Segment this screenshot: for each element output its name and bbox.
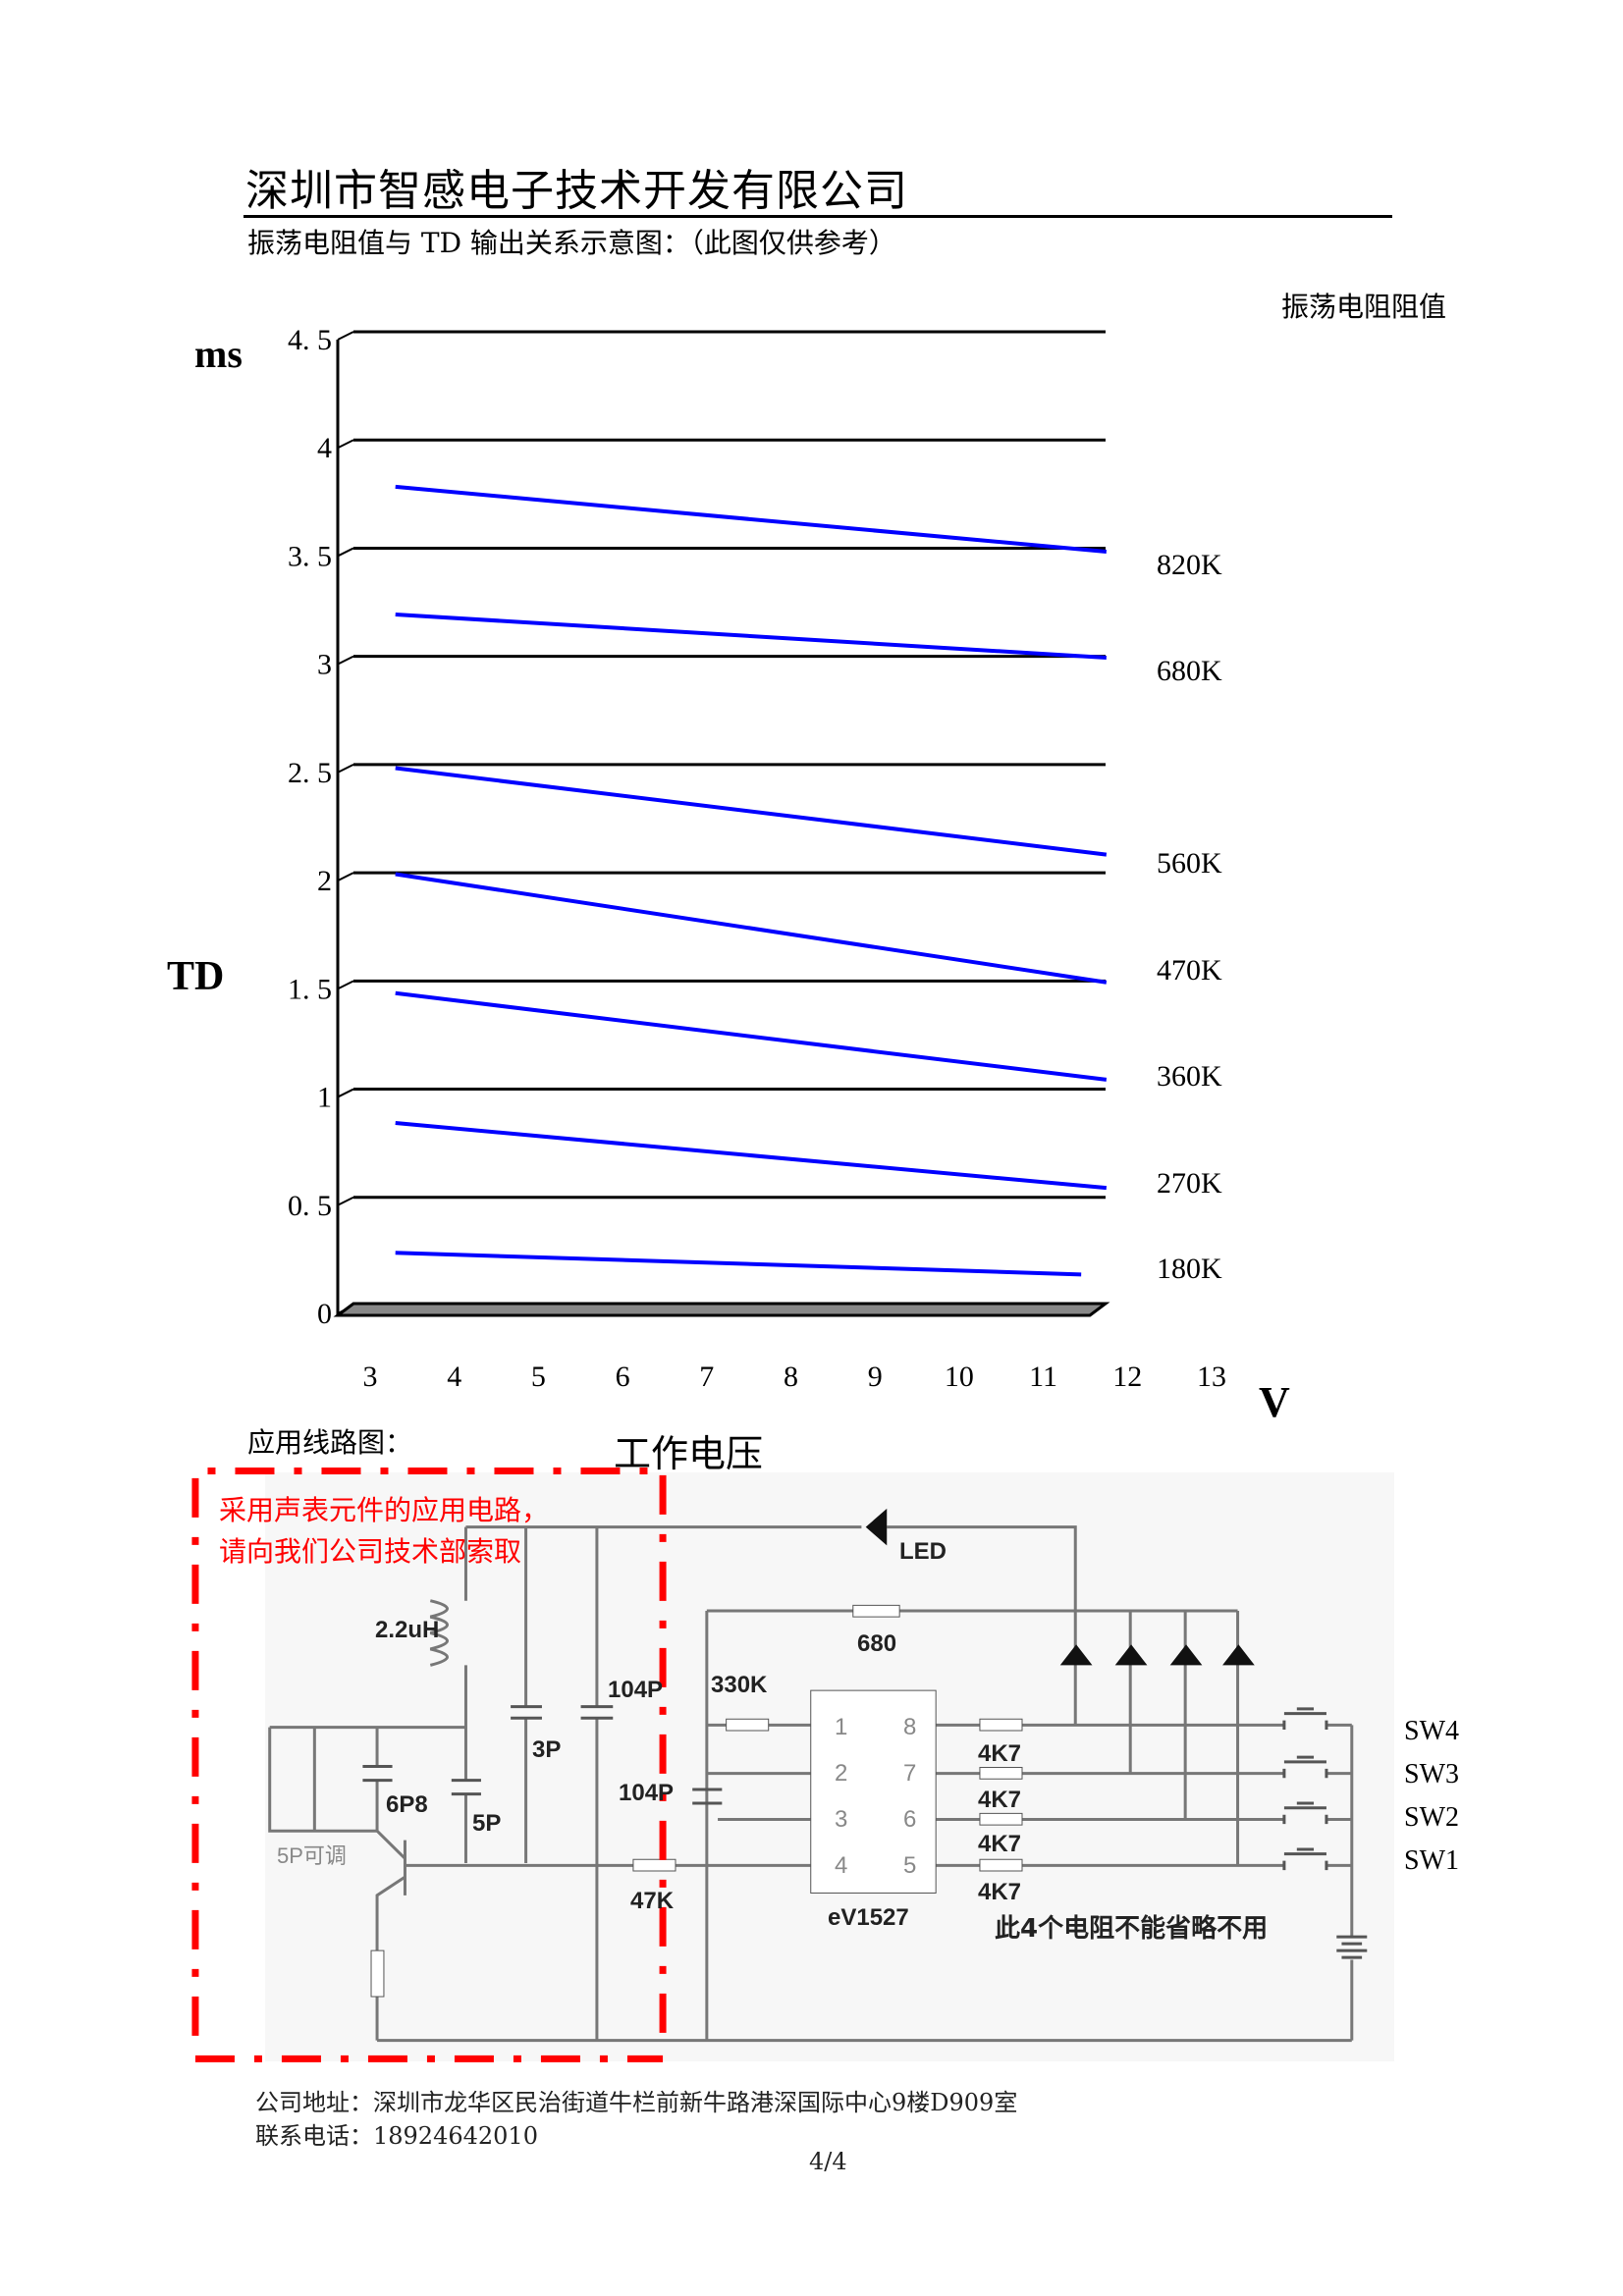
ic-pin-6: 6 [903,1806,916,1833]
y-tick-mark [337,872,354,882]
footer-phone: 联系电话：18924642010 [255,2122,538,2150]
y-tick-mark [337,980,354,990]
td-chart: 振荡电阻阻值 ms TD V 0 0. 5 1 1. 5 2 2. 5 3 3. 5 4 4. 5… [167,291,1446,1426]
y-tick-label: 4. 5 [288,324,332,356]
label-c6p8: 6P8 [386,1791,428,1818]
y-tick-label: 1 [317,1082,332,1114]
y-tick-mark [337,331,354,341]
label-r4k7: 4K7 [978,1740,1021,1767]
switch-label-sw2: SW2 [1404,1802,1459,1833]
x-tick-label: 3 [363,1361,378,1393]
series-line-180K [395,1251,1082,1277]
label-c5p: 5P [472,1810,501,1837]
label-c104p-mid: 104P [619,1780,674,1806]
series-line-680K [395,612,1107,661]
circuit-wires [195,1470,1367,2058]
label-inductor: 2.2uH [375,1617,439,1643]
legend-title: 振荡电阻阻值 [1281,291,1446,323]
x-tick-label: 7 [699,1361,714,1393]
y-tick-mark [337,547,354,558]
x-tick-label: 4 [447,1361,461,1393]
switch-label-sw4: SW4 [1404,1716,1459,1746]
ic-pin-2: 2 [835,1760,847,1787]
y-tick-label: 4 [317,432,332,464]
label-ic: eV1527 [828,1904,909,1931]
circuit-note-line2: 请向我们公司技术部索取 [219,1535,521,1568]
series-label-470K: 470K [1157,954,1222,987]
x-tick-label: 11 [1029,1361,1057,1393]
label-led: LED [899,1538,947,1565]
label-r47k: 47K [630,1888,675,1914]
x-tick-label: 9 [868,1361,883,1393]
title-divider [243,215,1392,218]
y-tick-mark [337,1088,354,1098]
series-line-560K [395,766,1108,857]
series-label-820K: 820K [1157,549,1222,581]
y-tick-label: 3. 5 [288,540,332,572]
circuit-section-label: 应用线路图： [247,1426,413,1459]
series-label-560K: 560K [1157,847,1222,880]
ic-pin-3: 3 [835,1806,847,1833]
label-r4k7: 4K7 [978,1831,1021,1857]
switch-label-sw1: SW1 [1404,1845,1459,1876]
y-tick-mark [337,763,354,774]
chart-caption: 振荡电阻值与 TD 输出关系示意图：（此图仅供参考） [247,227,896,259]
y-tick-mark [337,1196,354,1206]
series-label-270K: 270K [1157,1167,1222,1200]
y-tick-label: 3 [317,649,332,681]
x-tick-label: 10 [945,1361,974,1393]
x-tick-label: 6 [616,1361,630,1393]
series-line-820K [395,484,1108,555]
ic-pin-5: 5 [903,1852,916,1879]
label-r4k7: 4K7 [978,1787,1021,1813]
y-tick-label: 0 [317,1298,332,1330]
ic-pin-1: 1 [835,1714,847,1740]
ic-pin-4: 4 [835,1852,847,1879]
x-unit-label: V [1259,1378,1290,1426]
led-icon [865,1508,888,1546]
highlight-dashed-box [195,1470,663,2058]
y-axis-label: TD [167,954,224,999]
label-warning: 此4个电阻不能省略不用 [995,1913,1268,1944]
x-tick-label: 12 [1112,1361,1142,1393]
page-number: 4/4 [809,2148,847,2175]
label-r330k: 330K [711,1672,768,1698]
footer-address: 公司地址：深圳市龙华区民治街道牛栏前新牛路港深国际中心9楼D909室 [255,2089,1018,2116]
circuit-note-line1: 采用声表元件的应用电路， [219,1494,549,1526]
series-line-470K [395,872,1108,985]
label-c5p-adjustable: 5P可调 [277,1843,347,1868]
switch-label-sw3: SW3 [1404,1759,1459,1789]
x-tick-label: 13 [1197,1361,1226,1393]
label-r680: 680 [857,1630,896,1657]
series-label-180K: 180K [1157,1253,1222,1285]
y-tick-label: 1. 5 [288,973,332,1005]
ic-pin-7: 7 [903,1760,916,1787]
label-c3p: 3P [532,1736,561,1763]
y-tick-mark [337,439,354,450]
company-title: 深圳市智感电子技术开发有限公司 [245,166,908,216]
label-r4k7: 4K7 [978,1879,1021,1905]
series-line-360K [395,990,1108,1082]
y-unit-label: ms [194,332,243,376]
chart-floor [333,1302,1110,1317]
label-c104p-top: 104P [608,1677,663,1703]
ic-pin-8: 8 [903,1714,916,1740]
y-tick-mark [337,655,354,666]
series-line-270K [395,1121,1108,1191]
x-tick-label: 8 [784,1361,798,1393]
x-tick-label: 5 [531,1361,546,1393]
y-tick-label: 0. 5 [288,1190,332,1222]
y-tick-label: 2 [317,865,332,897]
ic-chip [811,1690,936,1893]
y-tick-label: 2. 5 [288,757,332,789]
series-label-360K: 360K [1157,1060,1222,1093]
series-label-680K: 680K [1157,655,1222,687]
x-axis-label: 工作电压 [614,1432,764,1475]
